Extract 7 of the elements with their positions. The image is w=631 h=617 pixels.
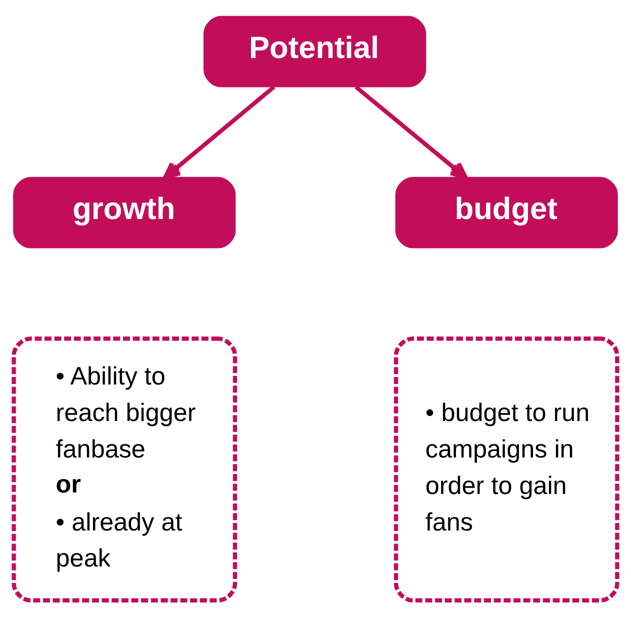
node-box: growth [13,176,236,248]
node-box: • budget to run campaigns in order to gain fans [394,336,620,602]
node-box: budget [395,176,618,248]
arrow [163,85,276,180]
node-box: Potential [204,16,426,88]
node-box: • Ability to reach bigger fanbase or • already at peak [12,336,238,602]
arrow [354,85,468,180]
